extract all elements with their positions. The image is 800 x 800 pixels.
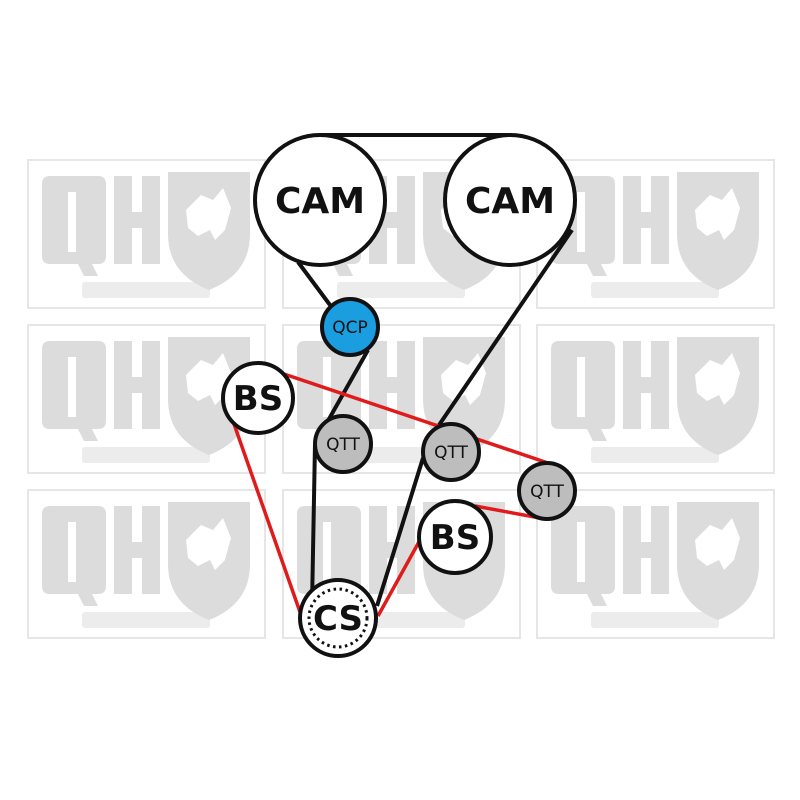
watermark-tile — [27, 489, 266, 639]
qtt-label: QTT — [530, 482, 564, 502]
qcp-label: QCP — [332, 318, 368, 338]
qtt-label: QTT — [326, 435, 360, 455]
watermark-tile — [536, 489, 775, 639]
watermark-tile — [27, 159, 266, 309]
bs-label: BS — [233, 379, 283, 419]
watermark-tagline-mark — [591, 612, 719, 628]
bs-pulley-right: BS — [417, 499, 493, 575]
watermark-tagline-mark — [82, 282, 210, 298]
bs-pulley-left: BS — [221, 361, 295, 435]
bs-label: BS — [430, 518, 480, 558]
qtt-pulley-2: QTT — [421, 422, 481, 482]
watermark-tagline-mark — [591, 447, 719, 463]
dragon-shield-icon — [677, 337, 759, 455]
cs-label: CS — [313, 599, 363, 639]
watermark-tile — [536, 159, 775, 309]
watermark-tile — [536, 324, 775, 474]
qh-logo — [551, 341, 669, 441]
qh-logo — [42, 176, 160, 276]
watermark-tile — [27, 324, 266, 474]
dragon-shield-icon — [168, 337, 250, 455]
watermark-tagline-mark — [591, 282, 719, 298]
watermark-tagline-mark — [82, 612, 210, 628]
watermark-grid — [27, 159, 775, 639]
cam-pulley-right: CAM — [443, 133, 577, 267]
qtt-pulley-3: QTT — [517, 461, 577, 521]
qh-logo — [42, 341, 160, 441]
dragon-shield-icon — [168, 172, 250, 290]
cam-pulley-left: CAM — [253, 133, 387, 267]
qh-logo — [551, 506, 669, 606]
dragon-shield-icon — [677, 502, 759, 620]
qh-logo — [42, 506, 160, 606]
qtt-label: QTT — [434, 443, 468, 463]
timing-belt — [296, 133, 574, 607]
watermark-tagline-mark — [337, 282, 465, 298]
cam-label: CAM — [275, 181, 365, 222]
dragon-shield-icon — [168, 502, 250, 620]
qcp-pulley: QCP — [320, 297, 380, 357]
watermark-tagline-mark — [82, 447, 210, 463]
cam-label: CAM — [465, 181, 555, 222]
dragon-shield-icon — [677, 172, 759, 290]
qtt-pulley-1: QTT — [313, 414, 373, 474]
auxiliary-belt — [232, 372, 549, 617]
crankshaft-pulley: CS — [298, 578, 378, 658]
